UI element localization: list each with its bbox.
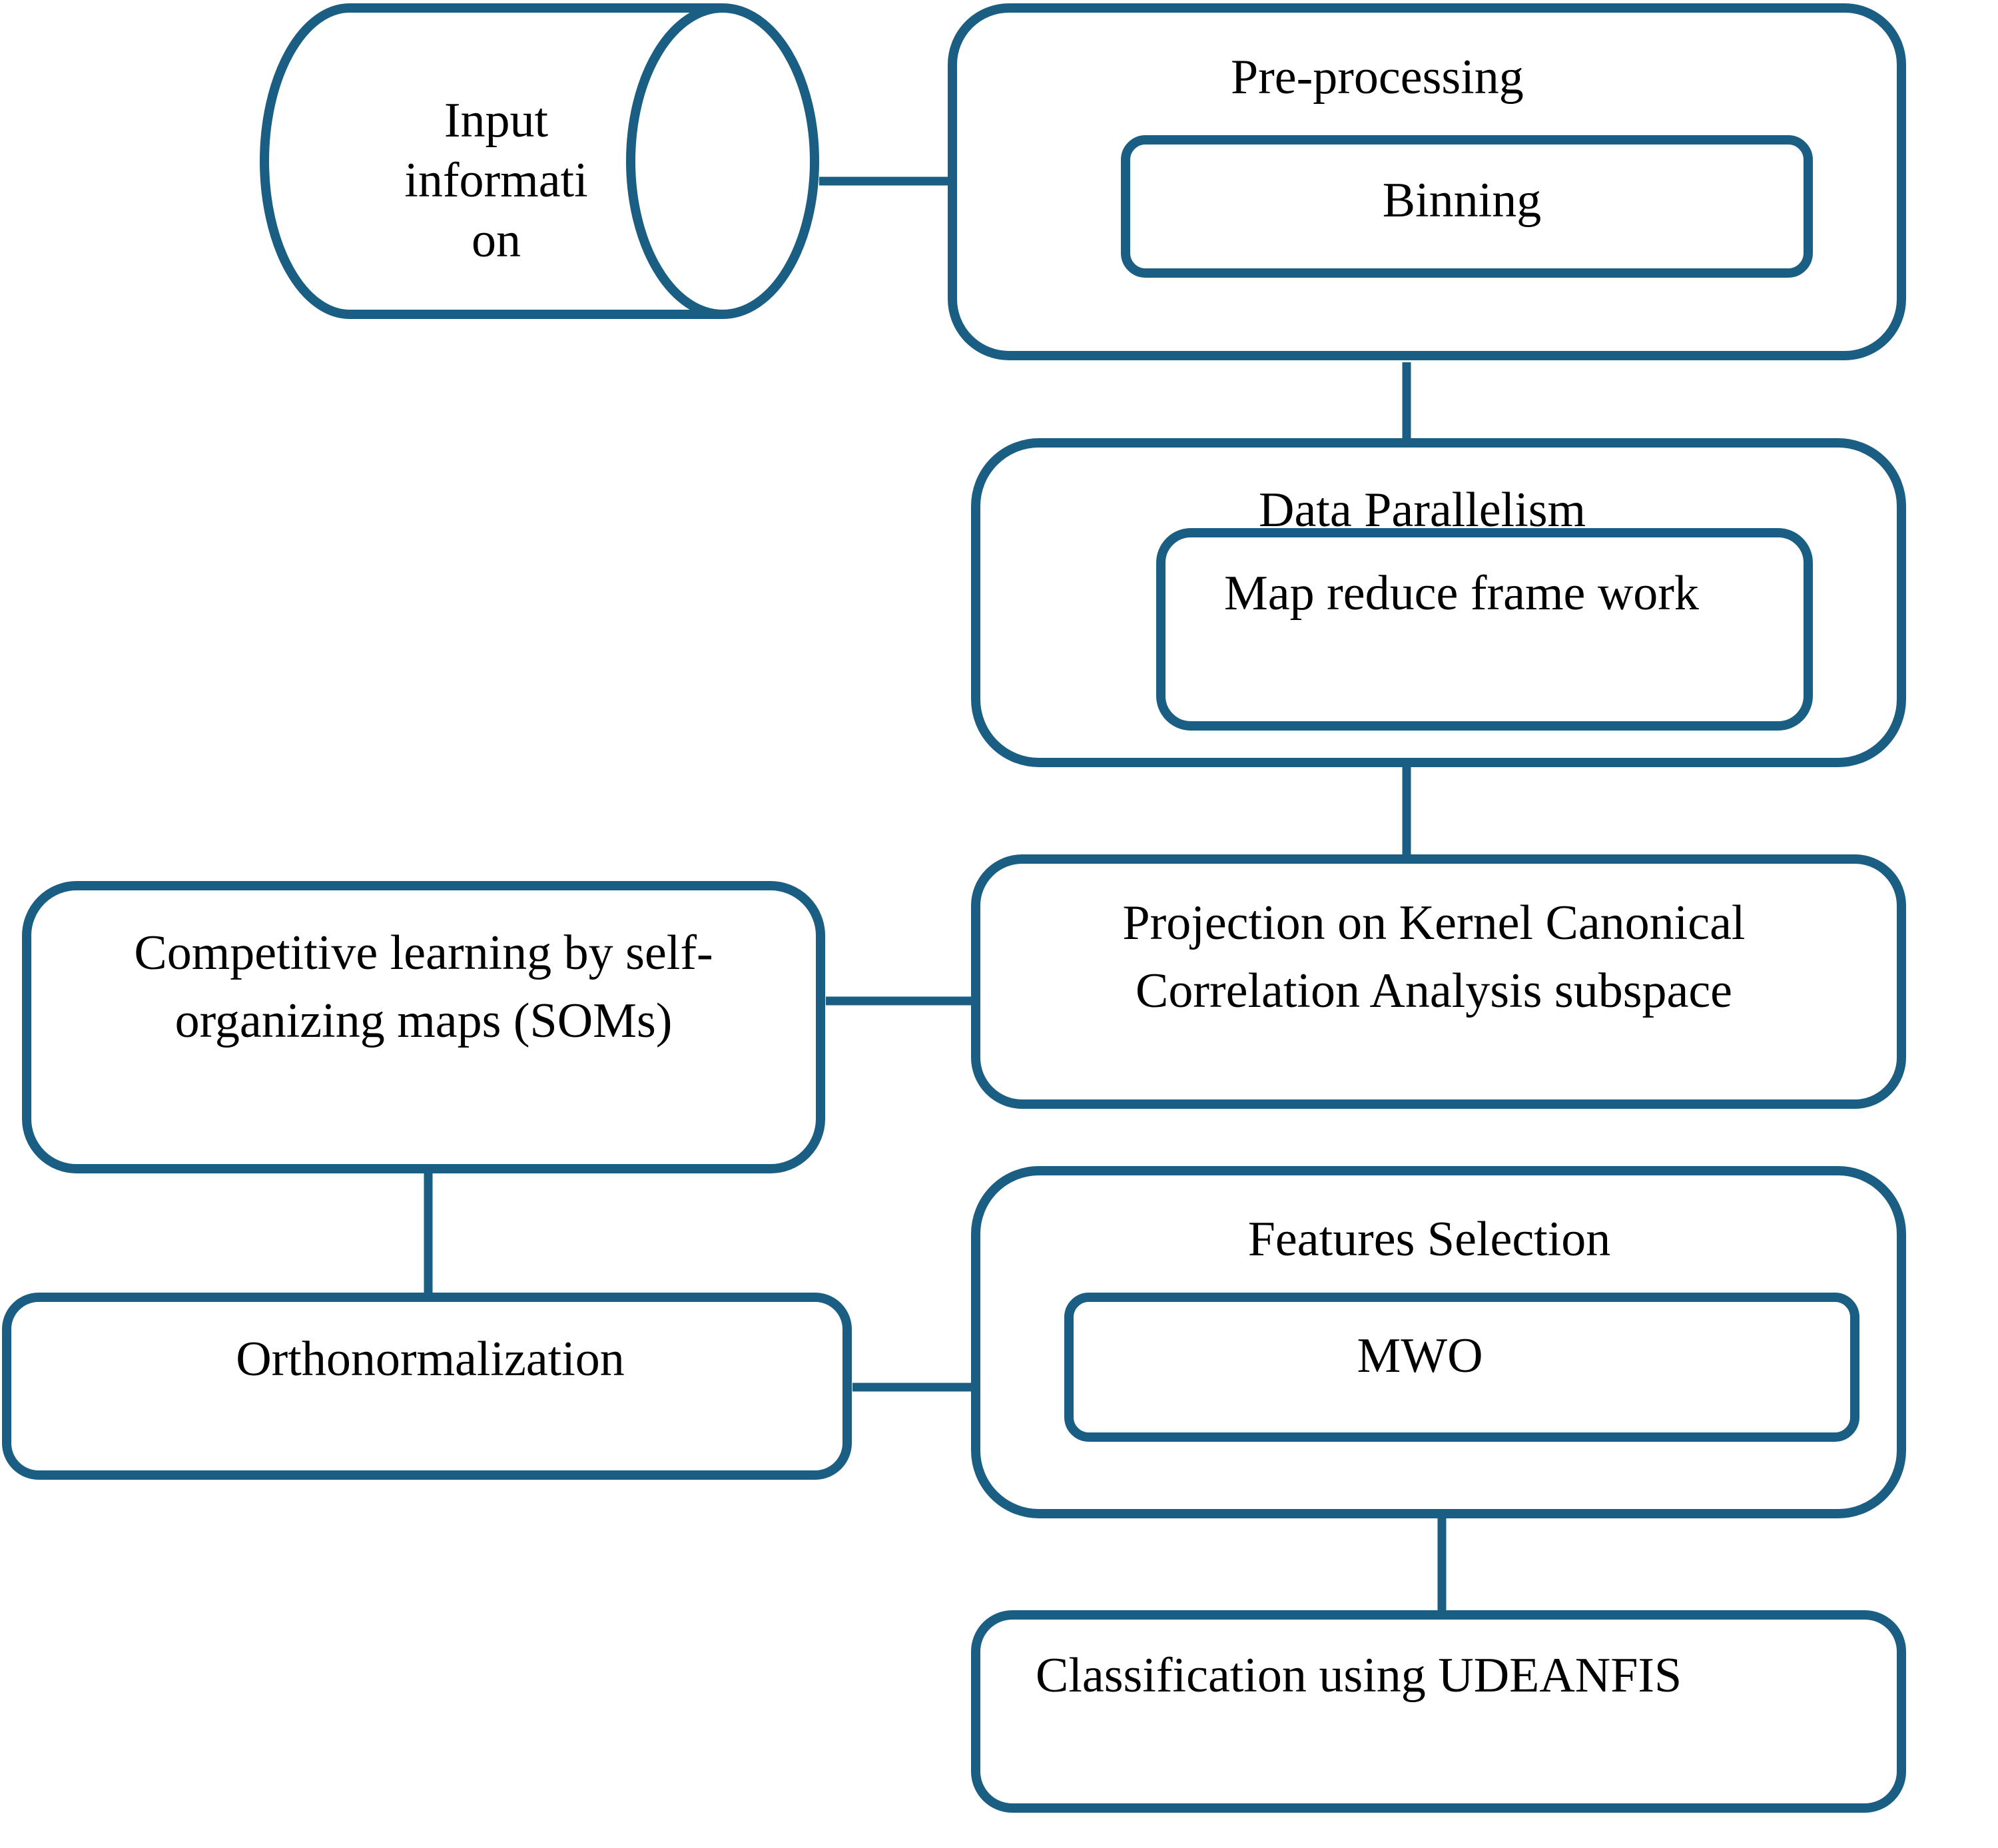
- input-cylinder-end: [626, 3, 819, 319]
- projection-label-line1: Projection on Kernel Canonical: [1122, 896, 1745, 950]
- mwo-box: [1064, 1293, 1859, 1442]
- som-label-line2: organizing maps (SOMs): [175, 994, 673, 1048]
- classification-box: [971, 1610, 1906, 1813]
- input-label-line3: on: [472, 213, 521, 268]
- som-label-line1: Competitive learning by self-: [134, 926, 713, 980]
- input-cylinder-body: [260, 3, 723, 319]
- projection-box: [971, 854, 1906, 1109]
- mapreduce-label: Map reduce frame work: [1224, 566, 1699, 621]
- mwo-label: MWO: [1357, 1329, 1483, 1383]
- ortho-label: Orthonormalization: [236, 1332, 625, 1386]
- input-label-line1: Input: [444, 93, 549, 148]
- binning-box: [1121, 135, 1813, 278]
- parallelism-title: Data Parallelism: [1259, 483, 1586, 537]
- preprocessing-box: [948, 3, 1906, 360]
- som-box: [22, 881, 825, 1173]
- preprocessing-title: Pre-processing: [1231, 50, 1524, 105]
- mapreduce-box: [1156, 528, 1813, 731]
- parallelism-box: [971, 438, 1906, 767]
- classification-label: Classification using UDEANFIS: [1036, 1648, 1682, 1703]
- features-box: [971, 1166, 1906, 1518]
- projection-label-line2: Correlation Analysis subspace: [1136, 964, 1732, 1018]
- features-title: Features Selection: [1248, 1212, 1611, 1267]
- ortho-box: [2, 1293, 852, 1480]
- input-label-line2: informati: [404, 153, 587, 208]
- binning-label: Binning: [1383, 173, 1541, 228]
